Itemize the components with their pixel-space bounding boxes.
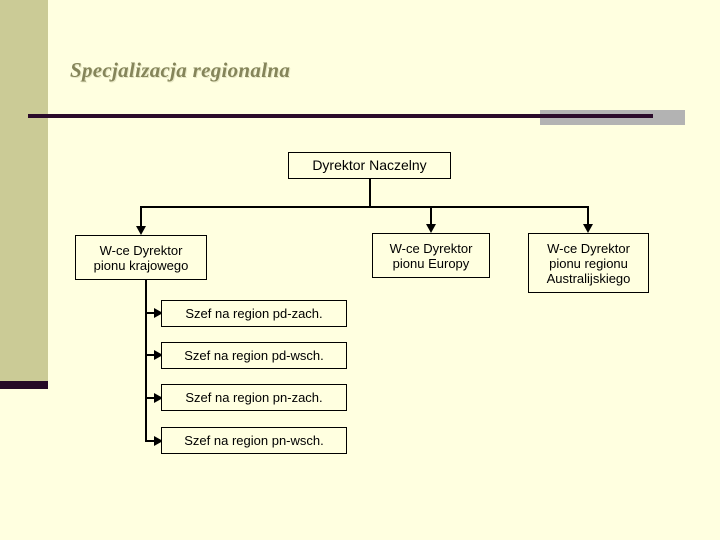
org-node-vp-australia-label: W-ce Dyrektor pionu regionu Australijski… <box>546 240 631 286</box>
org-node-region-sw-label: Szef na region pd-zach. <box>185 306 323 321</box>
connector-horizontal-bus <box>140 206 589 208</box>
org-node-vp-domestic[interactable]: W-ce Dyrektor pionu krajowego <box>75 235 207 280</box>
connector-vp-domestic-trunk <box>145 280 147 441</box>
org-node-vp-domestic-label: W-ce Dyrektor pionu krajowego <box>93 242 189 273</box>
connector-stub-region-sw <box>145 312 155 314</box>
org-node-region-se-label: Szef na region pd-wsch. <box>184 348 324 363</box>
arrowhead-region-ne-icon <box>154 436 163 446</box>
connector-drop-vp-domestic <box>140 206 142 228</box>
org-node-region-ne-label: Szef na region pn-wsch. <box>184 433 324 448</box>
org-node-region-nw-label: Szef na region pn-zach. <box>185 390 323 405</box>
arrowhead-vp-europe-icon <box>426 224 436 233</box>
org-node-region-nw[interactable]: Szef na region pn-zach. <box>161 384 347 411</box>
title-divider-rule <box>28 114 653 118</box>
org-node-ceo[interactable]: Dyrektor Naczelny <box>288 152 451 179</box>
connector-stub-region-nw <box>145 397 155 399</box>
org-node-ceo-label: Dyrektor Naczelny <box>312 157 427 173</box>
org-node-region-sw[interactable]: Szef na region pd-zach. <box>161 300 347 327</box>
connector-ceo-stem <box>369 179 371 208</box>
sidebar-decoration-band <box>0 0 48 381</box>
arrowhead-region-nw-icon <box>154 393 163 403</box>
org-node-vp-australia[interactable]: W-ce Dyrektor pionu regionu Australijski… <box>528 233 649 293</box>
sidebar-accent-bar <box>0 381 48 389</box>
org-node-region-se[interactable]: Szef na region pd-wsch. <box>161 342 347 369</box>
arrowhead-region-sw-icon <box>154 308 163 318</box>
org-node-vp-europe[interactable]: W-ce Dyrektor pionu Europy <box>372 233 490 278</box>
arrowhead-region-se-icon <box>154 350 163 360</box>
page-title: Specjalizacja regionalna <box>70 58 291 82</box>
arrowhead-vp-australia-icon <box>583 224 593 233</box>
org-node-region-ne[interactable]: Szef na region pn-wsch. <box>161 427 347 454</box>
org-node-vp-europe-label: W-ce Dyrektor pionu Europy <box>389 240 473 271</box>
connector-stub-region-ne <box>145 440 155 442</box>
arrowhead-vp-domestic-icon <box>136 226 146 235</box>
connector-drop-vp-europe <box>430 206 432 226</box>
connector-drop-vp-australia <box>587 206 589 226</box>
connector-stub-region-se <box>145 354 155 356</box>
